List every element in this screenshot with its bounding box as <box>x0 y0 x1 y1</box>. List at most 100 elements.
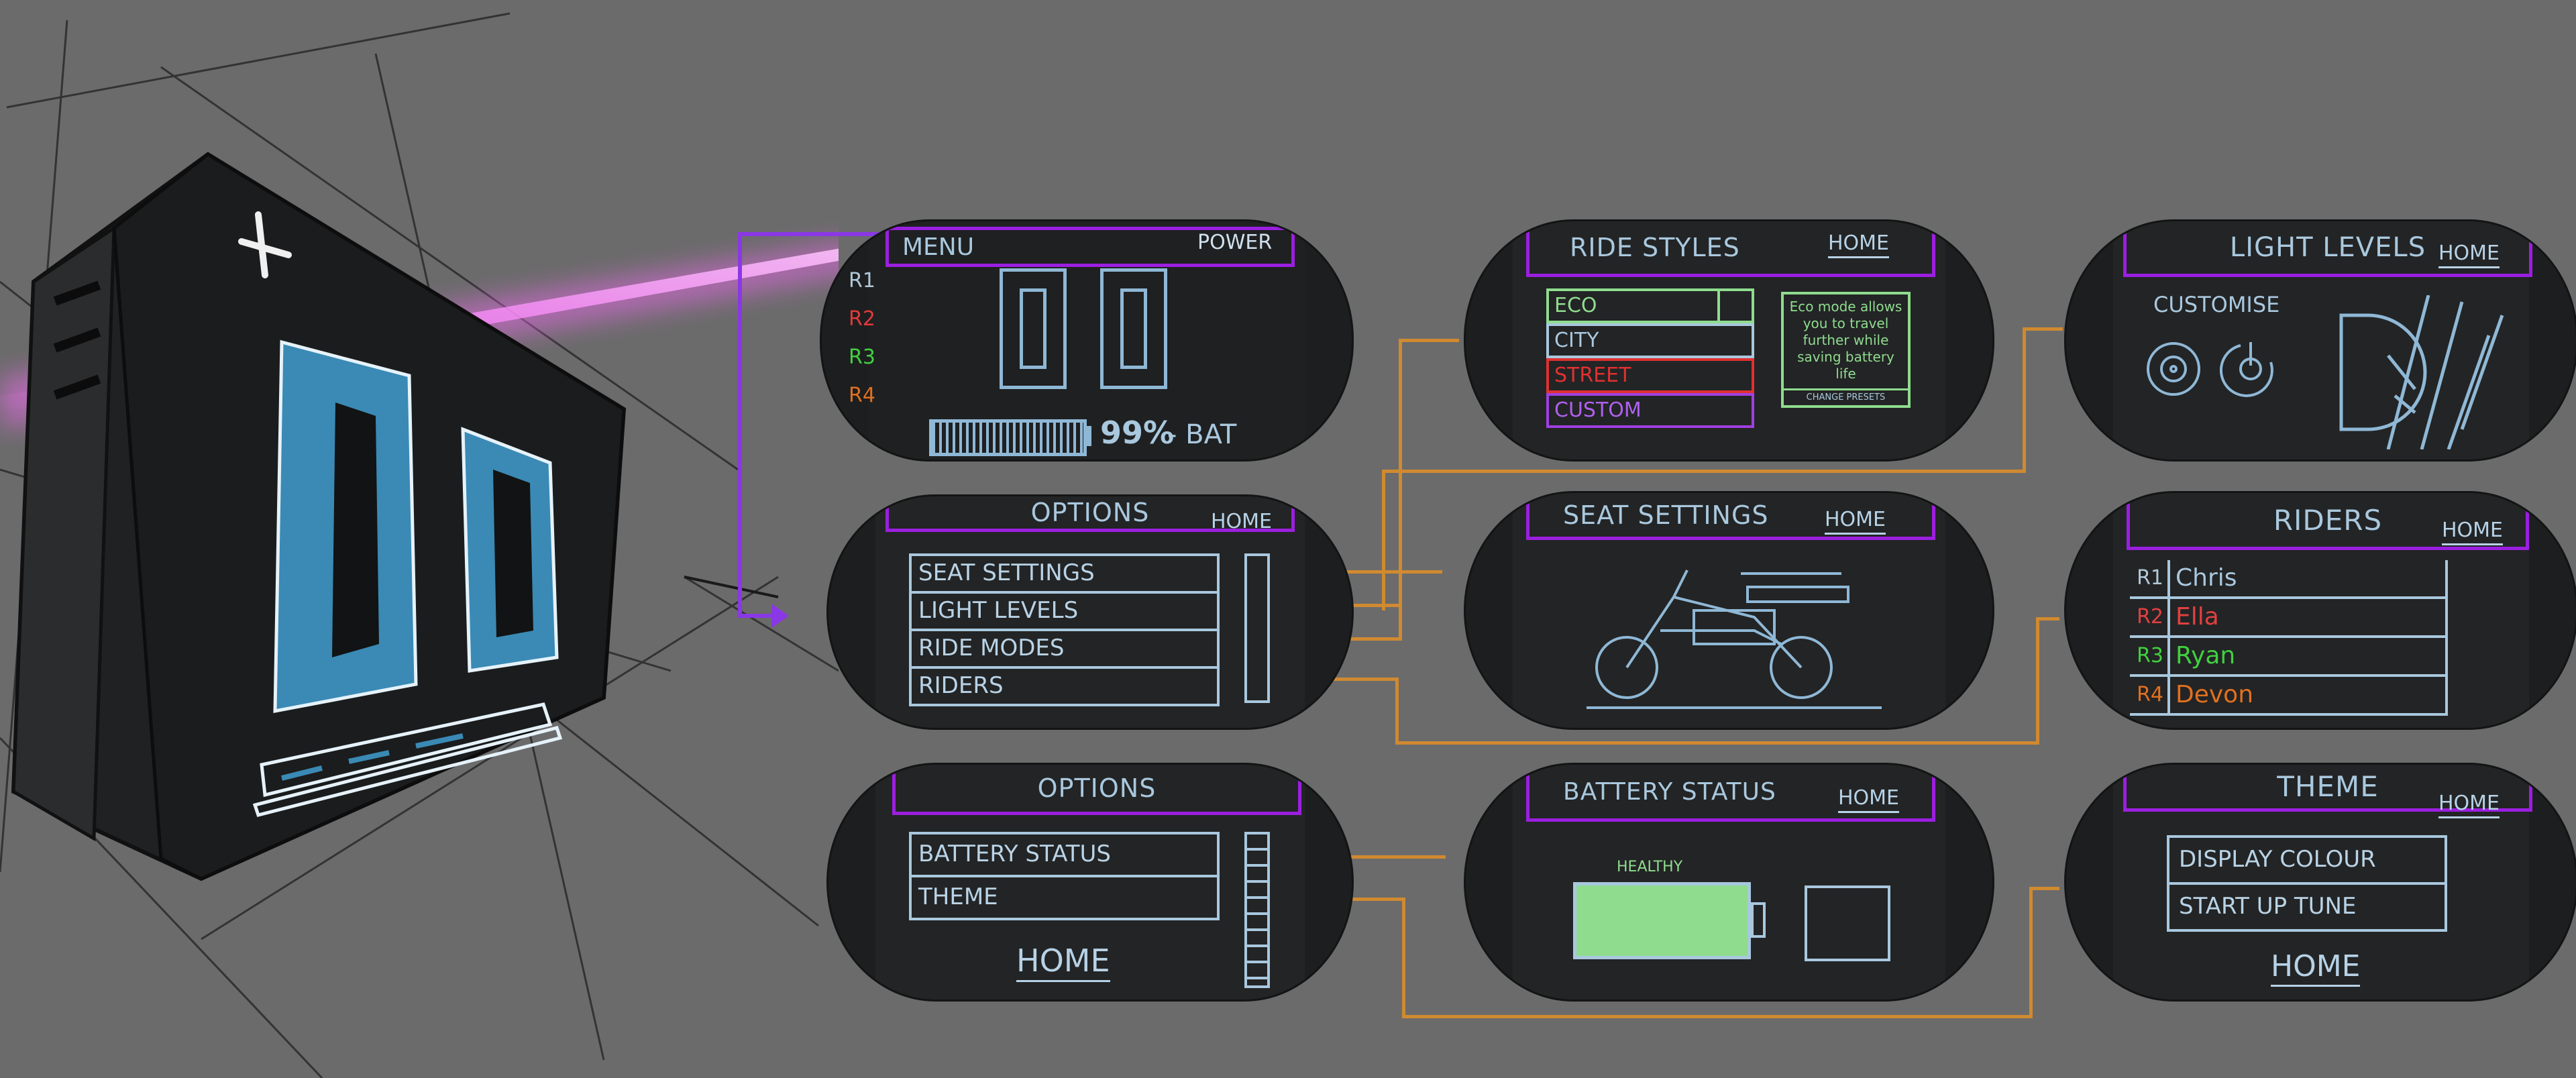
menu-item-riders[interactable]: RIDERS <box>918 672 1004 699</box>
light-dial-icon[interactable] <box>2147 332 2281 406</box>
screen-title: LIGHT LEVELS <box>2229 232 2426 263</box>
rider-slot-r2[interactable]: R2 <box>849 307 875 331</box>
home-button[interactable]: HOME <box>1828 231 1890 258</box>
rider-id: R1 <box>2130 560 2170 596</box>
arrow-head-icon <box>771 604 789 628</box>
connector-line <box>2029 887 2033 1018</box>
menu-item-seat-settings[interactable]: SEAT SETTINGS <box>912 556 1217 594</box>
options-menu: SEAT SETTINGS LIGHT LEVELS RIDE MODES RI… <box>909 553 1220 706</box>
connector-line <box>1402 898 1405 1018</box>
screen-title: SEAT SETTINGS <box>1563 500 1769 530</box>
header-bar: SEAT SETTINGS <box>1526 493 1935 540</box>
menu-item-battery-status[interactable]: BATTERY STATUS <box>912 834 1217 877</box>
riders-screen: RIDERS HOME R1 Chris R2 Ella R3 Ryan R4 … <box>2066 493 2576 728</box>
screen-title: RIDERS <box>2273 503 2383 537</box>
info-text: Eco mode allows you to travel further wh… <box>1789 299 1902 382</box>
connector-line <box>2036 617 2039 745</box>
home-button[interactable]: HOME <box>2438 792 2500 818</box>
main-screen: MENU POWER R1 R2 R3 R4 99% - BAT <box>822 221 1352 460</box>
rider-name: Ryan <box>2176 642 2236 669</box>
light-levels-screen: LIGHT LEVELS HOME CUSTOMISE <box>2066 221 2576 460</box>
rider-row[interactable]: R3 Ryan <box>2130 638 2445 677</box>
battery-label: - BAT <box>1167 419 1237 450</box>
battery-health-tip <box>1751 902 1766 938</box>
options-menu: BATTERY STATUS THEME <box>909 832 1220 920</box>
connector-line <box>2023 327 2063 331</box>
ride-mode-list: ECO CITY STREET CUSTOM <box>1546 288 1754 428</box>
rider-name: Ella <box>2176 603 2219 631</box>
header-bar: BATTERY STATUS <box>1526 765 1935 822</box>
ride-mode-city[interactable]: CITY <box>1546 323 1754 358</box>
connector-line <box>1382 470 1385 610</box>
rider-slot-r3[interactable]: R3 <box>849 345 875 369</box>
home-button[interactable]: HOME <box>1825 508 1886 535</box>
menu-item-light-levels[interactable]: LIGHT LEVELS <box>912 594 1217 631</box>
battery-health-label: HEALTHY <box>1617 859 1683 875</box>
battery-icon-tip <box>1083 426 1091 446</box>
connector-line <box>1382 470 2026 473</box>
menu-item-ride-modes[interactable]: RIDE MODES <box>912 631 1217 669</box>
rider-id: R4 <box>2130 677 2170 713</box>
connector-line <box>1395 741 2039 745</box>
connector-line <box>2029 887 2059 890</box>
headlight-icon <box>2339 295 2504 449</box>
home-footer-button[interactable]: HOME <box>2271 949 2361 987</box>
header-bar <box>885 227 1295 267</box>
rider-table: R1 Chris R2 Ella R3 Ryan R4 Devon <box>2130 560 2448 716</box>
connector-line <box>2023 327 2026 472</box>
rider-name: Chris <box>2176 564 2237 592</box>
options-screen-1: OPTIONS HOME SEAT SETTINGS LIGHT LEVELS … <box>828 496 1352 728</box>
rider-slot-r1[interactable]: R1 <box>849 269 875 292</box>
home-button[interactable]: HOME <box>2442 519 2504 545</box>
connector-line <box>2036 617 2059 621</box>
home-button[interactable]: HOME <box>1838 786 1900 813</box>
menu-item-theme[interactable]: THEME <box>918 883 998 910</box>
change-presets-button[interactable]: CHANGE PRESETS <box>1784 388 1908 402</box>
home-button[interactable]: HOME <box>2438 241 2500 268</box>
rider-row[interactable]: R1 Chris <box>2130 560 2445 599</box>
battery-percent: 99% <box>1100 415 1175 451</box>
connector-line <box>1399 339 1402 641</box>
scrollbar[interactable] <box>1244 553 1270 703</box>
menu-item-start-up-tune[interactable]: START UP TUNE <box>2179 893 2357 920</box>
header-bar: THEME <box>2123 765 2532 812</box>
scrollbar[interactable] <box>1244 832 1270 988</box>
theme-menu: DISPLAY COLOUR START UP TUNE <box>2167 835 2447 932</box>
menu-button[interactable]: MENU <box>902 233 975 261</box>
ride-mode-eco[interactable]: ECO <box>1546 288 1754 323</box>
screen-title: OPTIONS <box>1030 498 1150 527</box>
seat-settings-screen: SEAT SETTINGS HOME <box>1466 493 1992 728</box>
customise-label[interactable]: CUSTOMISE <box>2153 292 2280 317</box>
connector-line <box>1402 1015 2033 1018</box>
connector-line <box>738 232 892 236</box>
connector-line <box>738 232 742 618</box>
rider-list: R1 R2 R3 R4 <box>849 262 875 415</box>
menu-item-display-colour[interactable]: DISPLAY COLOUR <box>2169 838 2445 885</box>
header-bar: RIDE STYLES <box>1526 221 1935 277</box>
connector-line <box>1399 339 1459 342</box>
home-button[interactable]: HOME <box>1016 942 1110 982</box>
screen-title: OPTIONS <box>1037 773 1157 803</box>
mode-level-indicator <box>1717 291 1754 321</box>
ride-mode-street[interactable]: STREET <box>1546 358 1754 393</box>
rider-id: R3 <box>2130 638 2170 674</box>
screen-title: RIDE STYLES <box>1570 233 1740 262</box>
speed-digit <box>1000 268 1067 389</box>
home-button[interactable]: HOME <box>1211 510 1273 533</box>
connector-line <box>738 614 778 618</box>
battery-detail-box <box>1805 885 1890 961</box>
header-bar: LIGHT LEVELS <box>2123 221 2532 277</box>
rider-slot-r4[interactable]: R4 <box>849 384 875 407</box>
speed-digit <box>1100 268 1167 389</box>
battery-icon <box>929 419 1087 456</box>
screen-title: THEME <box>2277 770 2379 803</box>
header-bar: OPTIONS <box>885 496 1295 532</box>
rider-row[interactable]: R4 Devon <box>2130 677 2445 716</box>
ride-mode-custom[interactable]: CUSTOM <box>1546 393 1754 428</box>
rider-name: Devon <box>2176 681 2254 708</box>
options-screen-2: OPTIONS BATTERY STATUS THEME HOME <box>828 765 1352 1000</box>
power-button[interactable]: POWER <box>1197 231 1273 254</box>
header-bar: RIDERS <box>2127 493 2529 550</box>
rider-row[interactable]: R2 Ella <box>2130 599 2445 638</box>
screen-title: BATTERY STATUS <box>1563 777 1776 806</box>
